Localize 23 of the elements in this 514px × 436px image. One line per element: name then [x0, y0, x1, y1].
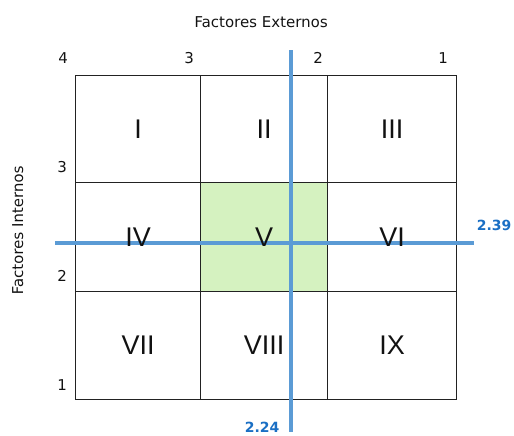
axis-tick: 2 — [313, 49, 323, 67]
axis-tick: 2 — [57, 267, 67, 285]
cell-label: IX — [379, 330, 405, 361]
axis-tick: 3 — [57, 158, 67, 176]
cell-label: II — [256, 114, 272, 144]
matrix-cell — [327, 291, 457, 400]
axis-tick: 1 — [57, 376, 67, 394]
axis-tick: 3 — [184, 49, 194, 67]
cell-label: VIII — [244, 330, 284, 361]
matrix-cell — [75, 75, 201, 183]
axis-title: Factores Externos — [194, 13, 328, 31]
cell-label: VII — [121, 330, 154, 361]
matrix-cell — [327, 75, 457, 183]
cell-label: I — [134, 114, 142, 144]
cell-label: V — [254, 222, 273, 252]
axis-title: Factores Internos — [9, 166, 27, 294]
value-label: 2.39 — [476, 218, 512, 234]
axis-tick: 1 — [438, 49, 448, 67]
matrix-cell — [200, 182, 328, 292]
cell-label: III — [380, 114, 404, 144]
axis-tick: 4 — [58, 49, 68, 67]
matrix-cell — [75, 291, 201, 400]
value-label: 2.24 — [244, 420, 280, 436]
